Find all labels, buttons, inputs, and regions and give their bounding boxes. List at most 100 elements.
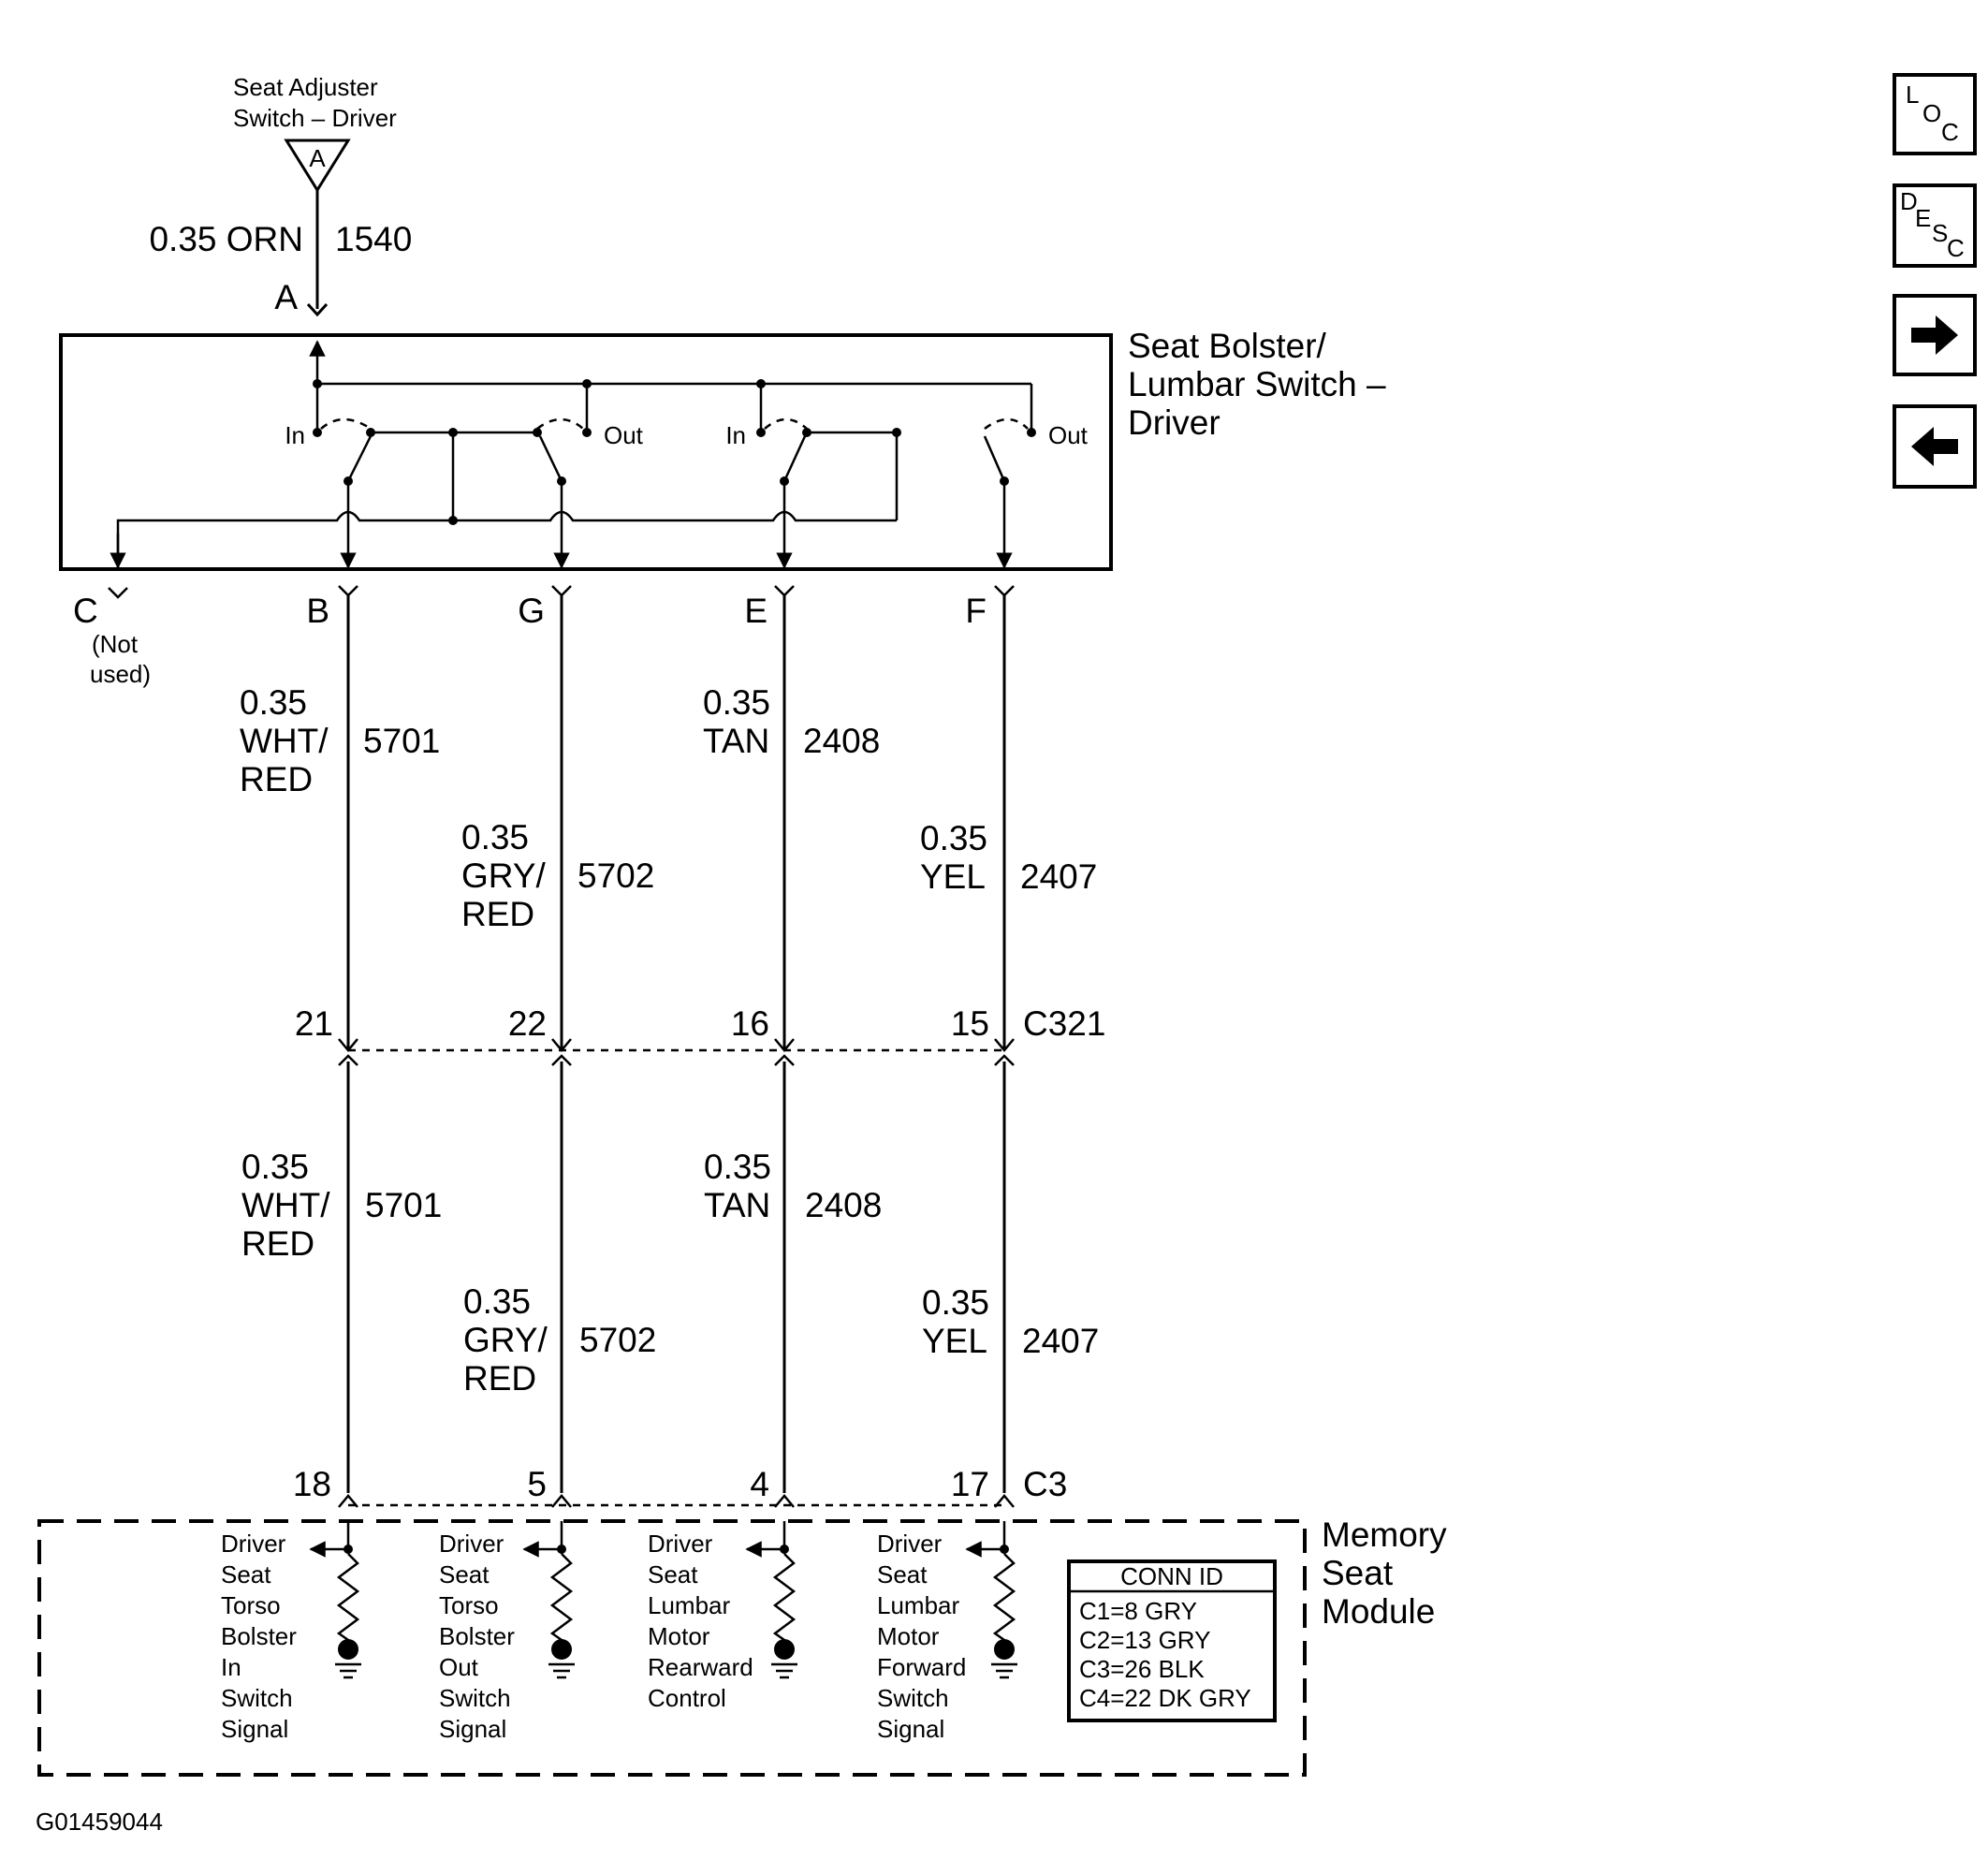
color-5701-upper-2: RED [240, 760, 313, 798]
pin-c-label: C [73, 592, 98, 630]
pullup-resistor [992, 1553, 1016, 1649]
svg-text:Switch: Switch [221, 1684, 293, 1712]
svg-text:Bolster: Bolster [439, 1622, 515, 1650]
pullup-resistor [772, 1553, 797, 1649]
not-used-note-2: used) [90, 660, 151, 688]
figure-id: G01459044 [36, 1808, 163, 1836]
pin-a-label: A [274, 278, 298, 316]
module-outline [37, 1519, 1307, 1777]
c3-pin-4: 4 [750, 1465, 769, 1503]
conn-id-row: C2=13 GRY [1079, 1626, 1210, 1654]
gauge-2408-upper: 0.35 [703, 683, 770, 722]
svg-text:Driver: Driver [439, 1530, 504, 1558]
forward-button[interactable] [1893, 294, 1977, 376]
contact-in-1 [313, 428, 322, 437]
color-5701-lower-2: RED [241, 1224, 314, 1263]
module-circuit-3: Driver Seat Lumbar Motor Rearward Contro… [648, 1521, 797, 1712]
upper-wires: 0.35 WHT/ RED 5701 0.35 GRY/ RED 5702 0.… [240, 595, 1097, 1050]
c321-pin-22: 22 [508, 1004, 547, 1043]
circuit-2407-upper: 2407 [1020, 857, 1097, 896]
pin-b-label: B [306, 592, 329, 630]
loc-button[interactable]: L O C [1893, 73, 1977, 155]
c321-pin-15: 15 [951, 1004, 989, 1043]
svg-text:Signal: Signal [877, 1715, 944, 1743]
svg-text:Lumbar: Lumbar [648, 1591, 730, 1619]
color-2407-lower: YEL [922, 1322, 987, 1360]
seat-adjuster-title-1: Seat Adjuster [233, 73, 378, 101]
svg-text:Seat: Seat [221, 1560, 271, 1589]
svg-text:Bolster: Bolster [221, 1622, 297, 1650]
label-out-2: Out [1048, 421, 1089, 449]
module-label-4: Driver Seat Lumbar Motor Forward Switch … [877, 1530, 966, 1743]
svg-text:Torso: Torso [439, 1591, 499, 1619]
not-used-note-1: (Not [92, 630, 139, 658]
svg-text:Motor: Motor [877, 1622, 940, 1650]
contact-out-2 [1027, 428, 1036, 437]
desc-button[interactable]: D E S C [1893, 183, 1977, 268]
circuit-5701-lower: 5701 [365, 1186, 442, 1224]
blade-f [983, 435, 1006, 482]
svg-text:Driver: Driver [221, 1530, 286, 1558]
pin-f-label: F [965, 592, 987, 630]
contact-out-1 [582, 428, 592, 437]
conn-id-row: C1=8 GRY [1079, 1597, 1197, 1625]
blade-e [782, 435, 807, 482]
svg-text:C: C [1947, 234, 1965, 262]
connector-c3: 18 5 4 17 C3 [293, 1465, 1067, 1508]
c3-pin-5: 5 [527, 1465, 547, 1503]
conn-id-row: C4=22 DK GRY [1079, 1684, 1251, 1712]
svg-text:Motor: Motor [648, 1622, 710, 1650]
c321-pin-16: 16 [731, 1004, 769, 1043]
svg-text:Torso: Torso [221, 1591, 281, 1619]
svg-text:O: O [1922, 99, 1941, 127]
arrow-left-icon [1911, 427, 1958, 466]
module-circuit-1: Driver Seat Torso Bolster In Switch Sign… [221, 1521, 361, 1743]
module-title-3: Module [1322, 1592, 1435, 1631]
circuit-5702-lower: 5702 [579, 1321, 656, 1359]
arrow-right-icon [1911, 315, 1958, 355]
color-5701-lower-1: WHT/ [241, 1186, 330, 1224]
connector-ref-letter: A [309, 144, 326, 172]
bolster-lumbar-switch: Seat Bolster/ Lumbar Switch – Driver In … [59, 327, 1386, 571]
color-2408-lower: TAN [704, 1186, 770, 1224]
circuit-2407-lower: 2407 [1022, 1322, 1099, 1360]
switch-housing [59, 333, 1113, 571]
svg-text:Seat: Seat [877, 1560, 928, 1589]
label-out-1: Out [604, 421, 644, 449]
svg-text:L: L [1906, 81, 1919, 109]
svg-text:S: S [1932, 219, 1948, 247]
svg-text:Driver: Driver [877, 1530, 943, 1558]
c321-pin-21: 21 [295, 1004, 333, 1043]
conn-id-row: C3=26 BLK [1079, 1655, 1205, 1683]
blade-b [346, 435, 373, 482]
gauge-5702-upper: 0.35 [461, 818, 529, 856]
wire-spec-1540: 0.35 ORN [149, 220, 303, 258]
color-5702-lower-2: RED [463, 1359, 536, 1398]
module-circuit-4: Driver Seat Lumbar Motor Forward Switch … [877, 1521, 1017, 1743]
svg-text:Forward: Forward [877, 1653, 966, 1681]
conn-id-table: CONN ID C1=8 GRY C2=13 GRY C3=26 BLK C4=… [1067, 1559, 1277, 1722]
color-2407-upper: YEL [920, 857, 986, 896]
svg-text:E: E [1915, 204, 1931, 232]
contact-in-2 [756, 428, 766, 437]
gauge-5701-upper: 0.35 [240, 683, 307, 722]
svg-text:Lumbar: Lumbar [877, 1591, 959, 1619]
pullup-resistor [549, 1553, 574, 1649]
back-button[interactable] [1893, 404, 1977, 489]
gauge-2407-upper: 0.35 [920, 819, 987, 857]
svg-text:In: In [221, 1653, 241, 1681]
gauge-5702-lower: 0.35 [463, 1282, 531, 1321]
circuit-1540: 1540 [335, 220, 412, 258]
svg-text:D: D [1900, 187, 1918, 215]
gauge-5701-lower: 0.35 [241, 1148, 309, 1186]
c321-label: C321 [1023, 1004, 1105, 1043]
lower-wires: 0.35 WHT/ RED 5701 0.35 GRY/ RED 5702 0.… [241, 1061, 1099, 1493]
color-5702-upper-1: GRY/ [461, 856, 547, 895]
bolster-switch-title-2: Lumbar Switch – [1128, 365, 1386, 403]
ground-return-line [116, 510, 897, 567]
color-5701-upper-1: WHT/ [240, 722, 329, 760]
pullup-resistor [336, 1553, 360, 1649]
label-in-2: In [725, 421, 746, 449]
pin-g-label: G [518, 592, 545, 630]
